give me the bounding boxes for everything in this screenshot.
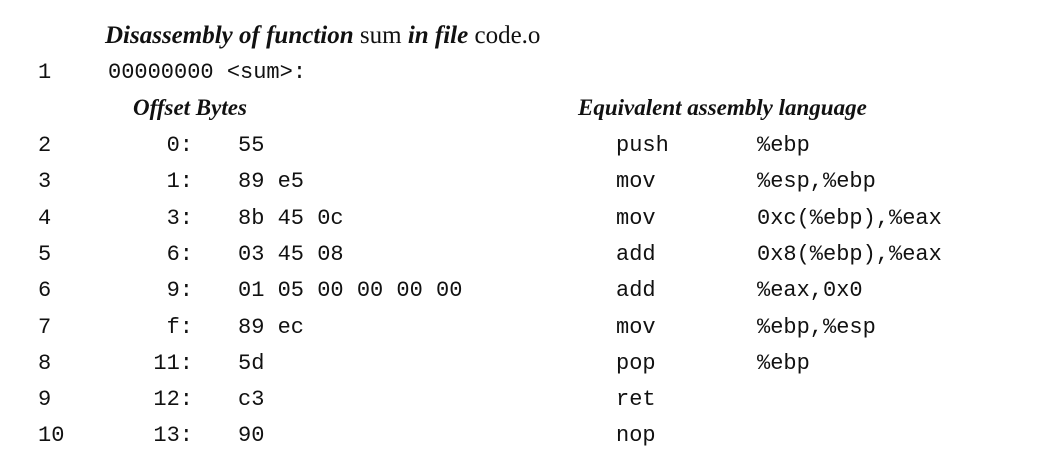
operands-cell: 0x8(%ebp),%eax bbox=[757, 242, 942, 267]
bytes-cell: 03 45 08 bbox=[238, 242, 344, 267]
function-label: 00000000 <sum>: bbox=[108, 60, 307, 85]
line-number: 10 bbox=[38, 423, 65, 448]
title-italic-1: Disassembly of function bbox=[105, 22, 354, 49]
line-number: 7 bbox=[38, 315, 52, 340]
operands-cell: 0xc(%ebp),%eax bbox=[757, 206, 942, 231]
bytes-cell: c3 bbox=[238, 387, 265, 412]
operands-cell: %ebp,%esp bbox=[757, 315, 876, 340]
line-number: 2 bbox=[38, 133, 52, 158]
line-number: 1 bbox=[38, 60, 52, 85]
title-file-name: code.o bbox=[468, 22, 541, 49]
offset-cell: f: bbox=[166, 315, 193, 340]
line-number: 8 bbox=[38, 351, 52, 376]
mnemonic-cell: nop bbox=[616, 423, 656, 448]
mnemonic-cell: mov bbox=[616, 206, 656, 231]
offset-cell: 11: bbox=[153, 351, 193, 376]
operands-cell: %ebp bbox=[757, 351, 810, 376]
line-number: 4 bbox=[38, 206, 52, 231]
offset-cell: 9: bbox=[166, 278, 193, 303]
line-number: 3 bbox=[38, 169, 52, 194]
operands-cell: %esp,%ebp bbox=[757, 169, 876, 194]
mnemonic-cell: mov bbox=[616, 169, 656, 194]
mnemonic-cell: push bbox=[616, 133, 669, 158]
offset-cell: 1: bbox=[166, 169, 193, 194]
mnemonic-cell: ret bbox=[616, 387, 656, 412]
offset-cell: 0: bbox=[166, 133, 193, 158]
title-function-name: sum bbox=[353, 22, 408, 49]
offset-cell: 3: bbox=[166, 206, 193, 231]
bytes-cell: 89 e5 bbox=[238, 169, 305, 194]
line-number: 5 bbox=[38, 242, 52, 267]
mnemonic-cell: add bbox=[616, 278, 656, 303]
bytes-cell: 5d bbox=[238, 351, 265, 376]
bytes-cell: 90 bbox=[238, 423, 265, 448]
mnemonic-cell: pop bbox=[616, 351, 656, 376]
bytes-cell: 01 05 00 00 00 00 bbox=[238, 278, 463, 303]
line-number: 6 bbox=[38, 278, 52, 303]
mnemonic-cell: add bbox=[616, 242, 656, 267]
offset-cell: 13: bbox=[153, 423, 193, 448]
title-italic-2: in file bbox=[407, 22, 469, 49]
assembly-header: Equivalent assembly language bbox=[578, 95, 867, 120]
offset-cell: 12: bbox=[153, 387, 193, 412]
offset-cell: 6: bbox=[166, 242, 193, 267]
bytes-cell: 55 bbox=[238, 133, 265, 158]
bytes-cell: 8b 45 0c bbox=[238, 206, 344, 231]
operands-cell: %ebp bbox=[757, 133, 810, 158]
document-title: Disassembly of function sum in file code… bbox=[105, 20, 540, 52]
bytes-cell: 89 ec bbox=[238, 315, 305, 340]
mnemonic-cell: mov bbox=[616, 315, 656, 340]
offset-bytes-header: Offset Bytes bbox=[133, 95, 247, 120]
operands-cell: %eax,0x0 bbox=[757, 278, 863, 303]
line-number: 9 bbox=[38, 387, 52, 412]
